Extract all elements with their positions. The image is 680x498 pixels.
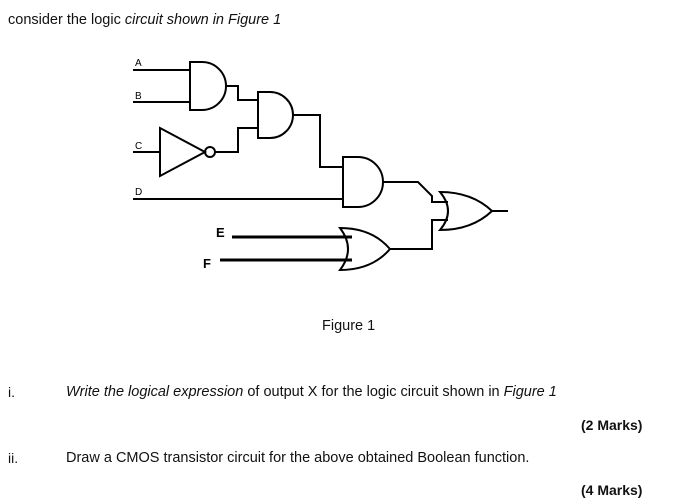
question-1-italic-3: Figure 1	[503, 384, 557, 400]
intro-prefix: consider the logic	[8, 12, 125, 28]
question-1-text: Write the logical expression of output X…	[66, 384, 557, 400]
wire-and1-to-and2	[226, 85, 258, 101]
input-label-b: B	[135, 91, 142, 102]
input-label-d: D	[135, 187, 142, 198]
wire-not-to-and2	[215, 127, 258, 153]
question-1-italic-2: logical expression	[128, 384, 244, 400]
not-gate	[159, 126, 208, 178]
wire-or1-to-or2	[390, 219, 448, 250]
intro-emphasis: circuit shown in Figure 1	[124, 12, 282, 28]
and-gate-1	[189, 61, 227, 111]
input-label-c: C	[135, 141, 142, 152]
question-2-marks: (4 Marks)	[581, 482, 643, 498]
intro-text: consider the logic circuit shown in Figu…	[8, 12, 281, 28]
wire-and2-to-and3	[293, 114, 343, 168]
input-label-a: A	[135, 58, 142, 69]
question-2-number: ii.	[8, 450, 19, 466]
question-1-plain: of output X for the logic circuit shown …	[243, 384, 504, 400]
question-1-number: i.	[8, 384, 15, 400]
question-1-marks: (2 Marks)	[581, 417, 643, 433]
figure-caption: Figure 1	[322, 318, 376, 334]
and-gate-3	[342, 156, 384, 208]
wire-and3-to-or2	[383, 181, 448, 203]
input-label-f: F	[203, 256, 211, 271]
input-label-e: E	[216, 225, 225, 240]
or-gate-1	[337, 226, 392, 272]
or-gate-2	[437, 190, 494, 232]
question-2-text: Draw a CMOS transistor circuit for the a…	[66, 450, 530, 466]
question-1-italic-1: Write the	[66, 384, 129, 400]
and-gate-2	[257, 91, 294, 139]
